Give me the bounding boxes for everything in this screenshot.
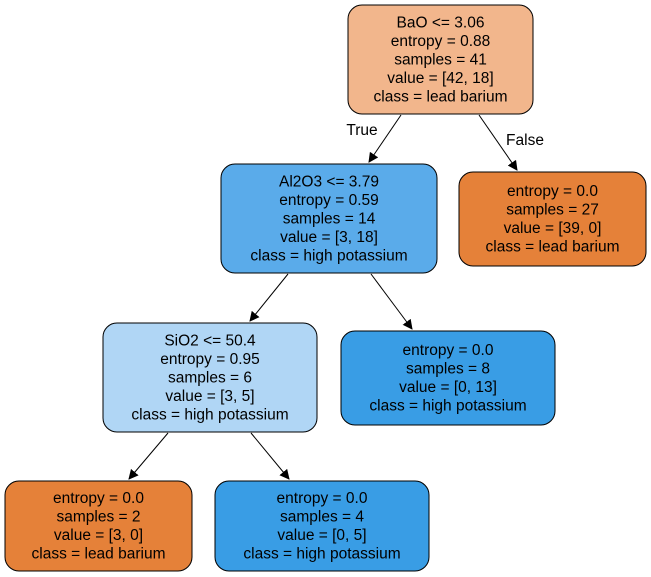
edge-al2o3-split-to-leaf-potassium-8	[370, 273, 413, 330]
node-text-line: class = high potassium	[243, 546, 400, 563]
node-text-line: value = [0, 13]	[399, 379, 497, 396]
edge-root-to-leaf-lead-27	[478, 114, 518, 171]
node-text-line: BaO <= 3.06	[397, 14, 485, 31]
node-box	[4, 480, 193, 572]
node-text-line: samples = 4	[280, 509, 364, 526]
node-text-line: samples = 6	[168, 369, 252, 386]
node-text-line: entropy = 0.59	[279, 192, 379, 209]
node-text-line: samples = 2	[56, 509, 140, 526]
node-text-line: value = [0, 5]	[277, 527, 366, 544]
node-box	[340, 330, 556, 426]
node-text-line: samples = 27	[506, 202, 599, 219]
edge-sio2-split-to-leaf-lead-2	[128, 432, 169, 480]
node-box	[220, 163, 438, 274]
node-text-line: value = [3, 0]	[54, 527, 143, 544]
node-box	[458, 171, 647, 267]
node-text-line: entropy = 0.0	[53, 490, 144, 507]
node-text-line: entropy = 0.88	[391, 33, 491, 50]
node-text-line: entropy = 0.0	[277, 490, 368, 507]
node-text-line: class = high potassium	[131, 406, 288, 423]
node-text-line: samples = 41	[394, 51, 487, 68]
node-box	[214, 480, 430, 572]
node-text-line: entropy = 0.0	[507, 183, 598, 200]
node-text-line: class = high potassium	[369, 398, 526, 415]
edge-label-true: True	[346, 122, 377, 139]
node-text-line: samples = 14	[283, 210, 376, 227]
node-text-line: class = lead barium	[486, 239, 620, 256]
node-text-line: value = [39, 0]	[504, 220, 602, 237]
node-text-line: class = high potassium	[250, 247, 407, 264]
node-text-line: entropy = 0.95	[160, 351, 260, 368]
edge-sio2-split-to-leaf-potassium-4	[250, 432, 290, 480]
node-text-line: Al2O3 <= 3.79	[279, 173, 379, 190]
node-text-line: entropy = 0.0	[403, 342, 494, 359]
node-text-line: class = lead barium	[374, 88, 508, 105]
edge-al2o3-split-to-sio2-split	[249, 273, 289, 322]
node-text-line: SiO2 <= 50.4	[164, 332, 256, 349]
node-box	[347, 4, 534, 115]
node-text-line: value = [3, 5]	[165, 388, 254, 405]
node-text-line: value = [3, 18]	[280, 229, 378, 246]
node-text-line: value = [42, 18]	[387, 70, 493, 87]
edge-label-false: False	[506, 132, 544, 149]
edge-root-to-al2o3-split	[368, 114, 402, 163]
node-box	[102, 322, 318, 433]
node-text-line: class = lead barium	[32, 546, 166, 563]
node-text-line: samples = 8	[406, 361, 490, 378]
